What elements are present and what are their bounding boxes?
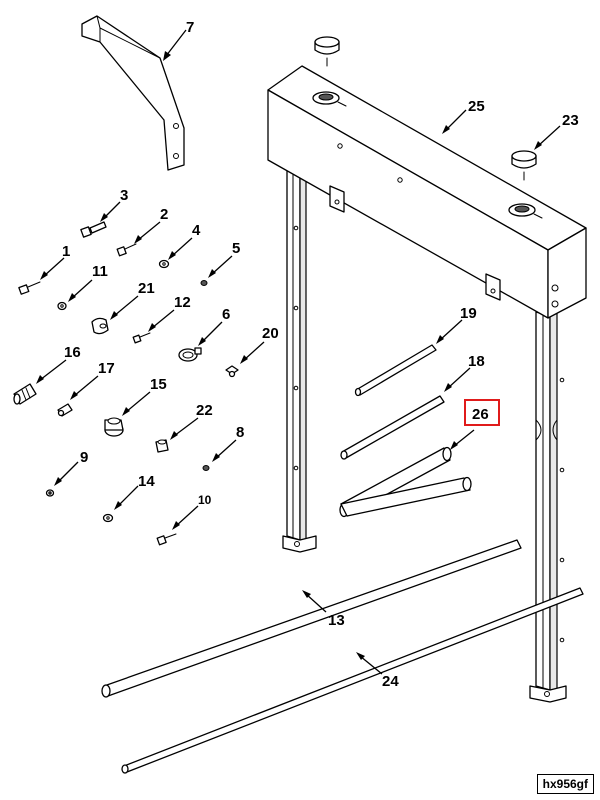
cap-part-23-top — [314, 36, 340, 67]
rod-unlabeled — [340, 476, 472, 517]
callout-18: 18 — [468, 353, 485, 370]
clamp-part-6 — [178, 347, 202, 362]
callout-labels: 7 3 2 4 5 1 11 21 12 6 20 16 17 15 22 8 … — [62, 19, 579, 690]
tank-part-25 — [267, 65, 587, 319]
adapter-part-22 — [155, 439, 169, 453]
washer-part-9 — [45, 489, 55, 497]
callout-15: 15 — [150, 376, 167, 393]
callout-23: 23 — [562, 112, 579, 129]
leader-lines — [36, 29, 561, 675]
nut-part-11 — [57, 301, 67, 311]
callout-4: 4 — [192, 222, 201, 239]
callout-8: 8 — [236, 424, 244, 441]
callout-26: 26 — [472, 406, 489, 423]
bracket-part-7 — [81, 15, 185, 171]
bolt-part-12 — [132, 332, 151, 344]
bolt-part-2 — [116, 243, 137, 257]
tank-neck-left — [312, 91, 347, 107]
callout-10: 10 — [198, 493, 212, 507]
callout-2: 2 — [160, 206, 168, 223]
callout-1: 1 — [62, 243, 70, 260]
right-upright-channel — [529, 311, 567, 703]
callout-5: 5 — [232, 240, 240, 257]
callout-24: 24 — [382, 673, 399, 690]
left-upright-channel — [282, 167, 317, 553]
callout-21: 21 — [138, 280, 155, 297]
tube-part-13 — [101, 539, 522, 698]
callout-3: 3 — [120, 187, 128, 204]
barb-part-17 — [57, 403, 73, 417]
nut-part-4 — [158, 259, 170, 269]
callout-9: 9 — [80, 449, 88, 466]
callout-7: 7 — [186, 19, 194, 36]
callout-16: 16 — [64, 344, 81, 361]
bolt-part-10 — [156, 533, 177, 546]
washer-part-14 — [102, 513, 114, 523]
tube-part-24 — [121, 587, 584, 774]
wingnut-part-20 — [225, 365, 239, 378]
rod-part-18 — [340, 395, 445, 460]
callout-20: 20 — [262, 325, 279, 342]
callout-6: 6 — [222, 306, 230, 323]
bolt-part-3 — [80, 221, 107, 238]
drawing-code: hx956gf — [536, 774, 594, 794]
callout-14: 14 — [138, 473, 155, 490]
fitting-part-21 — [91, 317, 109, 335]
plug-part-15 — [104, 417, 124, 437]
bolt-part-1 — [18, 281, 41, 295]
rod-part-19 — [354, 344, 437, 397]
highlighted-callout-box — [464, 399, 500, 426]
cap-part-23 — [511, 150, 537, 181]
callout-22: 22 — [196, 402, 213, 419]
nut-part-8 — [202, 465, 210, 471]
tank-neck-right — [508, 203, 543, 219]
callout-17: 17 — [98, 360, 115, 377]
callout-25: 25 — [468, 98, 485, 115]
callout-11: 11 — [92, 263, 108, 280]
callout-12: 12 — [174, 294, 191, 311]
callout-19: 19 — [460, 305, 477, 322]
connector-part-16 — [13, 383, 37, 405]
callout-13: 13 — [328, 612, 345, 629]
nut-part-5 — [200, 280, 208, 286]
